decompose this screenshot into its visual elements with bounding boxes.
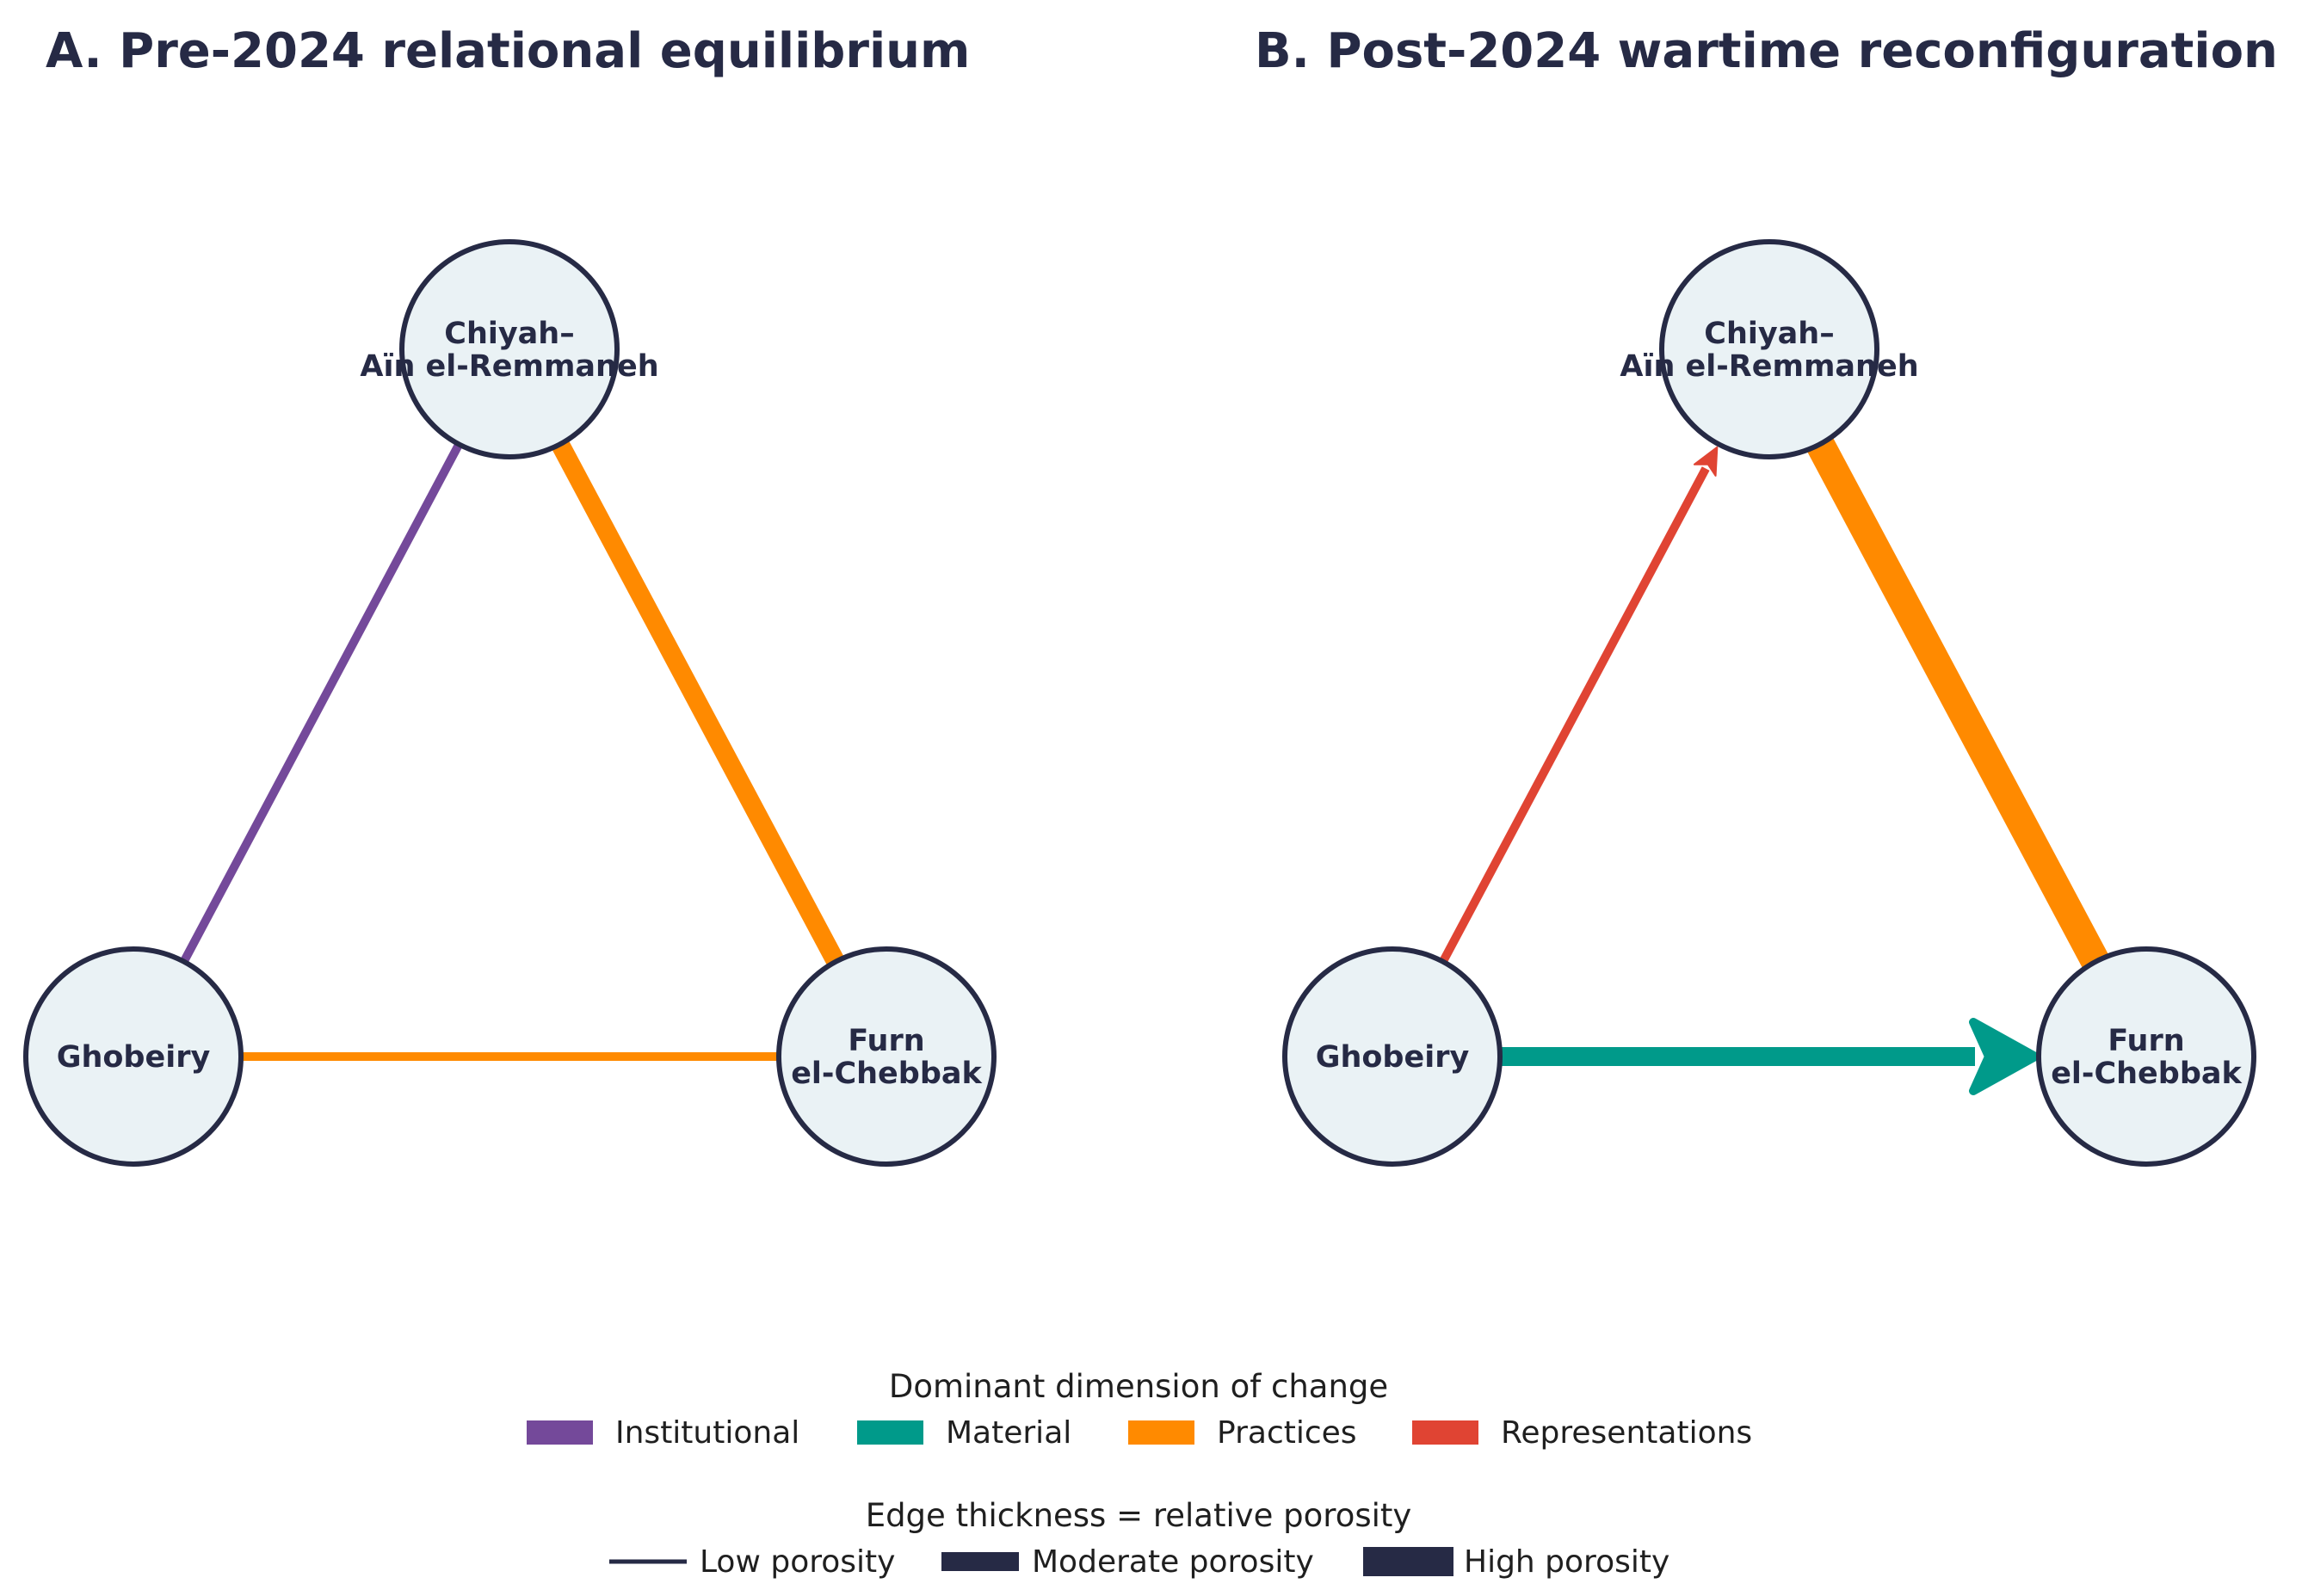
node-circle (2036, 946, 2256, 1167)
legend-label: Practices (1217, 1415, 1357, 1451)
node-circle (776, 946, 997, 1167)
panel-a-title: A. Pre-2024 relational equilibrium (46, 23, 970, 79)
legend-thickness-high: High porosity (1363, 1544, 1669, 1580)
node-label: Aïn el-Remmaneh (360, 349, 658, 384)
legend-thickness-low: Low porosity (609, 1544, 895, 1580)
edge-layer (129, 344, 895, 1062)
node-circle (1282, 946, 1503, 1167)
legend-dimension-title: Dominant dimension of change (889, 1368, 1388, 1405)
legend-thickness-title: Edge thickness = relative porosity (866, 1497, 1412, 1534)
legend-label: Material (946, 1415, 1071, 1451)
edge-ghobeiry-furn (1500, 1018, 2040, 1095)
legend: Dominant dimension of change Institution… (527, 1368, 1752, 1580)
legend-label: Low porosity (700, 1544, 895, 1580)
node-label: el-Chebbak (791, 1057, 982, 1091)
edge-line (129, 347, 514, 1059)
edge-ghobeiry-chiyah (129, 347, 514, 1059)
legend-swatch (527, 1420, 593, 1445)
node-circle (399, 239, 620, 459)
node-circle (23, 946, 244, 1167)
edge-line (1756, 342, 2160, 1063)
edge-chiyah-furn (1756, 342, 2160, 1063)
edge-line (1439, 466, 1710, 964)
panel-b-title: B. Post-2024 wartime reconfiguration (1255, 23, 2278, 79)
legend-thickness: Low porosity Moderate porosity High porosi… (609, 1544, 1669, 1580)
node-label: Furn (2108, 1024, 2184, 1058)
node-chiyah: Chiyah–Aïn el-Remmaneh (1620, 239, 1919, 459)
edge-layer (1439, 342, 2160, 1095)
node-ghobeiry: Ghobeiry (23, 946, 244, 1167)
arrow-head (1693, 446, 1719, 477)
legend-swatch (857, 1420, 923, 1445)
node-circle (1659, 239, 1879, 459)
edge-ghobeiry-chiyah (1439, 446, 1719, 964)
node-label: Aïn el-Remmaneh (1620, 349, 1918, 384)
edge-chiyah-furn (501, 344, 895, 1062)
node-label: el-Chebbak (2051, 1057, 2242, 1091)
edge-line (501, 344, 895, 1062)
legend-item-institutional: Institutional (527, 1415, 799, 1451)
node-label: Ghobeiry (1316, 1040, 1470, 1075)
legend-swatch (1128, 1420, 1194, 1445)
node-label: Ghobeiry (57, 1040, 211, 1075)
node-ghobeiry: Ghobeiry (1282, 946, 1503, 1167)
legend-item-representations: Representations (1412, 1415, 1752, 1451)
legend-swatch (1412, 1420, 1478, 1445)
arrow-head (1969, 1018, 2040, 1095)
legend-item-practices: Practices (1128, 1415, 1357, 1451)
legend-item-material: Material (857, 1415, 1071, 1451)
legend-label: Institutional (615, 1415, 799, 1451)
node-label: Furn (848, 1024, 924, 1058)
legend-dimensions: Institutional Material Practices Representa… (527, 1415, 1752, 1451)
legend-label: High porosity (1464, 1544, 1669, 1580)
legend-thickness-moderate: Moderate porosity (941, 1544, 1314, 1580)
node-label: Chiyah– (1704, 317, 1834, 351)
legend-label: Moderate porosity (1032, 1544, 1314, 1580)
node-chiyah: Chiyah–Aïn el-Remmaneh (360, 239, 659, 459)
node-label: Chiyah– (444, 317, 574, 351)
legend-label: Representations (1501, 1415, 1752, 1451)
